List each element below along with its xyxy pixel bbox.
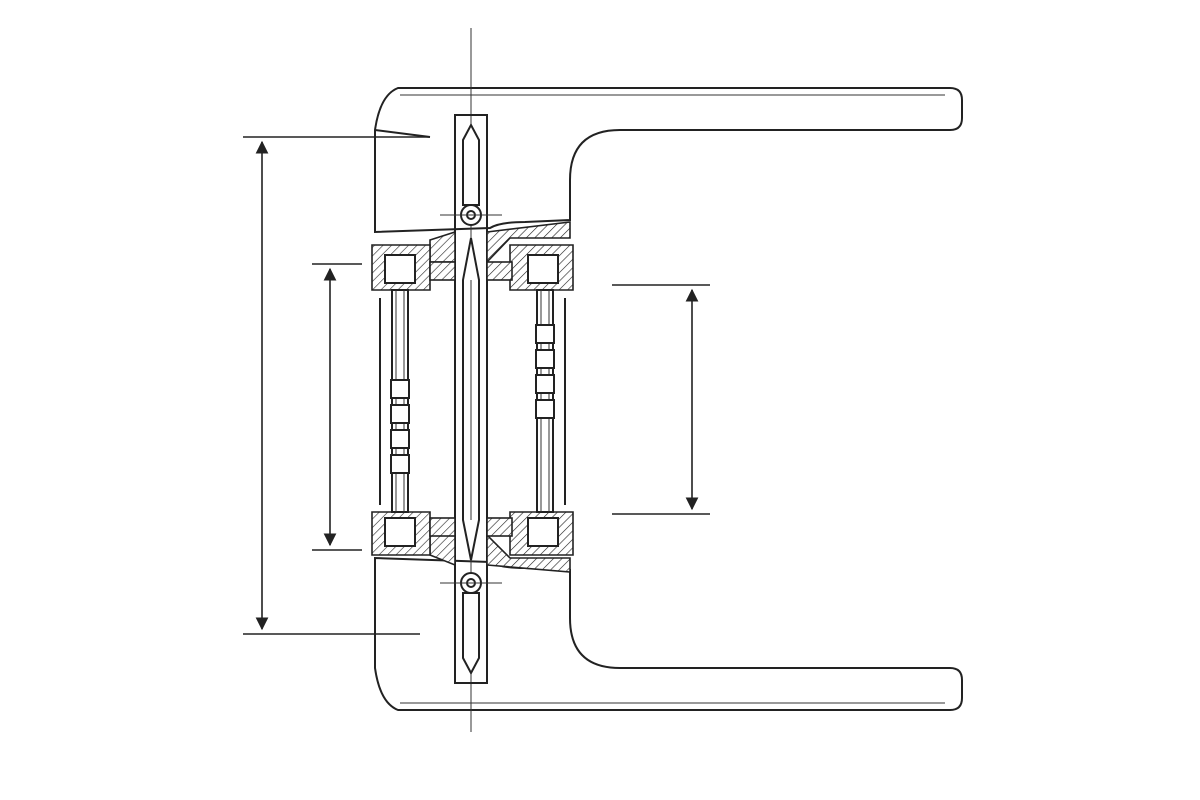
bottom-screw <box>440 572 502 594</box>
bottom-collar-hatched <box>371 511 574 573</box>
top-screw <box>440 204 502 226</box>
dimension-lever-spacing <box>612 284 710 515</box>
bottom-lever-handle <box>374 556 963 711</box>
dimension-overall-rose-height <box>243 136 430 635</box>
top-lever-handle <box>374 87 963 234</box>
dimension-rose-spacing <box>312 263 362 551</box>
central-spindle <box>454 114 488 684</box>
left-through-bolt <box>379 289 410 513</box>
right-through-bolt <box>535 289 566 513</box>
top-collar-hatched <box>371 221 574 291</box>
